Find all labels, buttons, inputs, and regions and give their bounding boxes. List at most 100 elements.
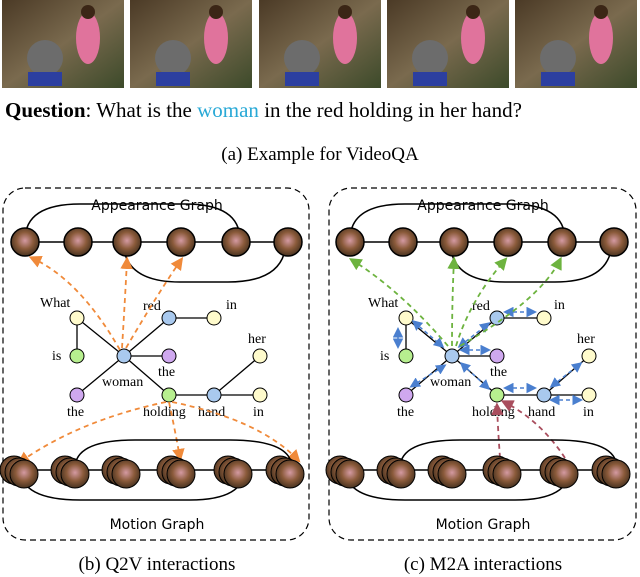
word-node-in: [536, 310, 552, 326]
caption-a: (a) Example for VideoQA: [221, 144, 419, 165]
appearance-nodes: [335, 227, 629, 257]
word-node-red: [161, 310, 177, 326]
appearance-graph-title: Appearance Graph: [91, 198, 222, 214]
panel-m2a: Appearance Graph: [325, 187, 637, 541]
motion-graph-title: Motion Graph: [436, 517, 531, 533]
a2q-arrows: [348, 256, 562, 347]
caption-b: (b) Q2V interactions: [79, 554, 236, 575]
appearance-edge: [122, 239, 287, 283]
motion-node: [156, 455, 196, 489]
word-label: What: [40, 296, 70, 311]
word-label: her: [248, 332, 266, 347]
panel-q2v: Appearance Graph: [0, 187, 310, 541]
motion-node: [325, 455, 365, 489]
motion-nodes: [0, 455, 305, 489]
motion-node: [101, 455, 141, 489]
word-label: is: [52, 349, 61, 364]
m2a-arrows: [491, 400, 566, 459]
appearance-edge: [349, 203, 566, 241]
question-nodes: [398, 310, 597, 403]
appearance-graph-title: Appearance Graph: [417, 198, 548, 214]
appearance-edge: [449, 239, 613, 283]
appearance-node: [221, 227, 251, 257]
appearance-node: [388, 227, 418, 257]
motion-node: [591, 455, 631, 489]
word-node-hand: [536, 387, 552, 403]
word-node-the: [398, 387, 414, 403]
question-text: Question: What is the woman in the red h…: [5, 98, 522, 122]
word-node-her: [581, 348, 597, 364]
word-label: the: [67, 405, 84, 420]
appearance-node: [547, 227, 577, 257]
word-label: the: [397, 405, 414, 420]
word-node-is: [69, 348, 85, 364]
appearance-node: [493, 227, 523, 257]
word-node-red: [489, 310, 505, 326]
word-node-holding: [489, 387, 505, 403]
word-label: What: [368, 296, 398, 311]
motion-node: [482, 455, 522, 489]
word-label: her: [577, 332, 595, 347]
caption-c: (c) M2A interactions: [404, 554, 562, 575]
word-label: holding: [472, 405, 515, 420]
word-node-what: [69, 310, 85, 326]
motion-edge: [399, 439, 618, 469]
word-label: the: [490, 365, 507, 380]
video-frame: [515, 0, 637, 88]
video-frame: [130, 0, 252, 88]
word-node-the: [69, 387, 85, 403]
appearance-node: [439, 227, 469, 257]
word-label: in: [253, 405, 264, 420]
motion-node: [265, 455, 305, 489]
word-label: the: [158, 365, 175, 380]
appearance-node: [112, 227, 142, 257]
word-node-in: [252, 387, 268, 403]
appearance-node: [63, 227, 93, 257]
video-frames: [2, 0, 637, 88]
panel-border: [2, 187, 310, 541]
word-label: woman: [102, 375, 143, 390]
video-frame: [387, 0, 509, 88]
motion-node: [50, 455, 90, 489]
motion-graph-title: Motion Graph: [110, 517, 205, 533]
appearance-node: [273, 227, 303, 257]
word-label: red: [143, 299, 161, 314]
appearance-node: [599, 227, 629, 257]
motion-node: [427, 455, 467, 489]
motion-nodes: [325, 455, 631, 489]
motion-node: [376, 455, 416, 489]
question-words: What is woman red in the her the holding…: [40, 296, 266, 420]
word-node-the: [161, 348, 177, 364]
appearance-nodes: [10, 227, 303, 257]
q2v-arrows: [17, 256, 301, 465]
word-node-what: [398, 310, 414, 326]
word-node-in: [581, 387, 597, 403]
panel-border: [328, 187, 637, 541]
appearance-node: [335, 227, 365, 257]
word-node-is: [398, 348, 414, 364]
video-frame: [259, 0, 381, 88]
word-node-woman: [116, 348, 132, 364]
video-frame: [2, 0, 124, 88]
word-node-woman: [444, 348, 460, 364]
word-label: in: [226, 298, 237, 313]
word-label: hand: [528, 405, 555, 420]
word-node-in: [206, 310, 222, 326]
appearance-edge: [24, 203, 241, 241]
appearance-node: [10, 227, 40, 257]
word-arrows: [392, 306, 583, 406]
word-node-hand: [206, 387, 222, 403]
motion-node: [539, 455, 579, 489]
word-label: holding: [143, 405, 186, 420]
motion-node: [0, 455, 39, 489]
word-label: woman: [430, 375, 471, 390]
word-label: is: [380, 349, 389, 364]
word-node-holding: [161, 387, 177, 403]
word-node-the: [489, 348, 505, 364]
word-label: in: [554, 298, 565, 313]
word-node-her: [252, 348, 268, 364]
word-label: red: [472, 299, 490, 314]
motion-edge: [74, 439, 293, 469]
word-label: in: [583, 405, 594, 420]
